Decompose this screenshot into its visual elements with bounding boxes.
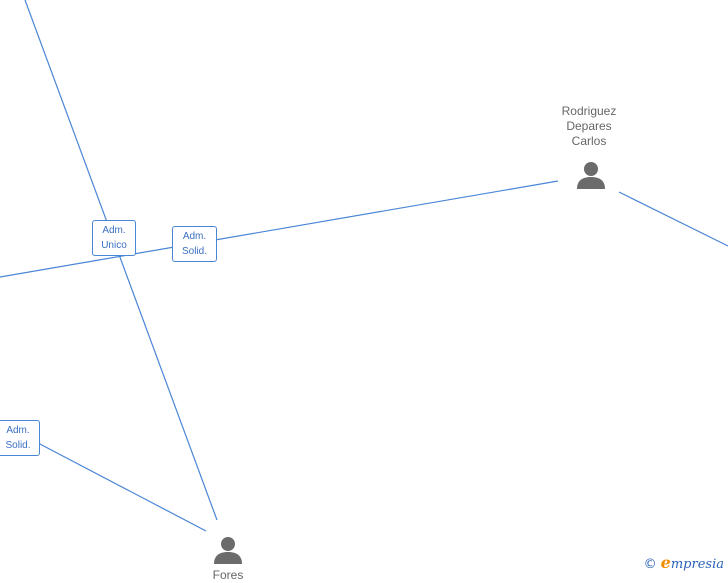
role-badge-adm-solid[interactable]: Adm. Solid. bbox=[172, 226, 217, 262]
person-name-bottom[interactable]: Fores bbox=[212, 568, 244, 582]
role-line-1: Adm. bbox=[6, 425, 30, 436]
brand-name: mpresia bbox=[670, 557, 724, 572]
brand-initial: e bbox=[660, 553, 671, 572]
role-line-1: Adm. bbox=[182, 231, 207, 242]
role-badge-adm-unico[interactable]: Adm. Unico bbox=[92, 220, 136, 256]
role-line-2: Solid. bbox=[5, 440, 31, 451]
person-icon[interactable] bbox=[575, 160, 607, 190]
edge-carlos-to-right bbox=[618, 191, 728, 247]
copyright-icon: © bbox=[643, 557, 657, 572]
edge-top-to-bottom-person bbox=[24, 0, 218, 521]
role-line-2: Solid. bbox=[181, 246, 207, 257]
role-badge-adm-solid-left[interactable]: Adm. Solid. bbox=[0, 420, 40, 456]
empresia-logo: ©empresia bbox=[644, 553, 724, 572]
role-line-2: Unico bbox=[101, 240, 127, 251]
person-name-carlos[interactable]: Rodriguez Depares Carlos bbox=[561, 104, 617, 148]
edge-left-to-carlos bbox=[0, 180, 559, 278]
edge-left-to-bottom-person bbox=[37, 442, 207, 532]
role-line-1: Adm. bbox=[102, 225, 126, 236]
person-icon[interactable] bbox=[212, 535, 244, 565]
